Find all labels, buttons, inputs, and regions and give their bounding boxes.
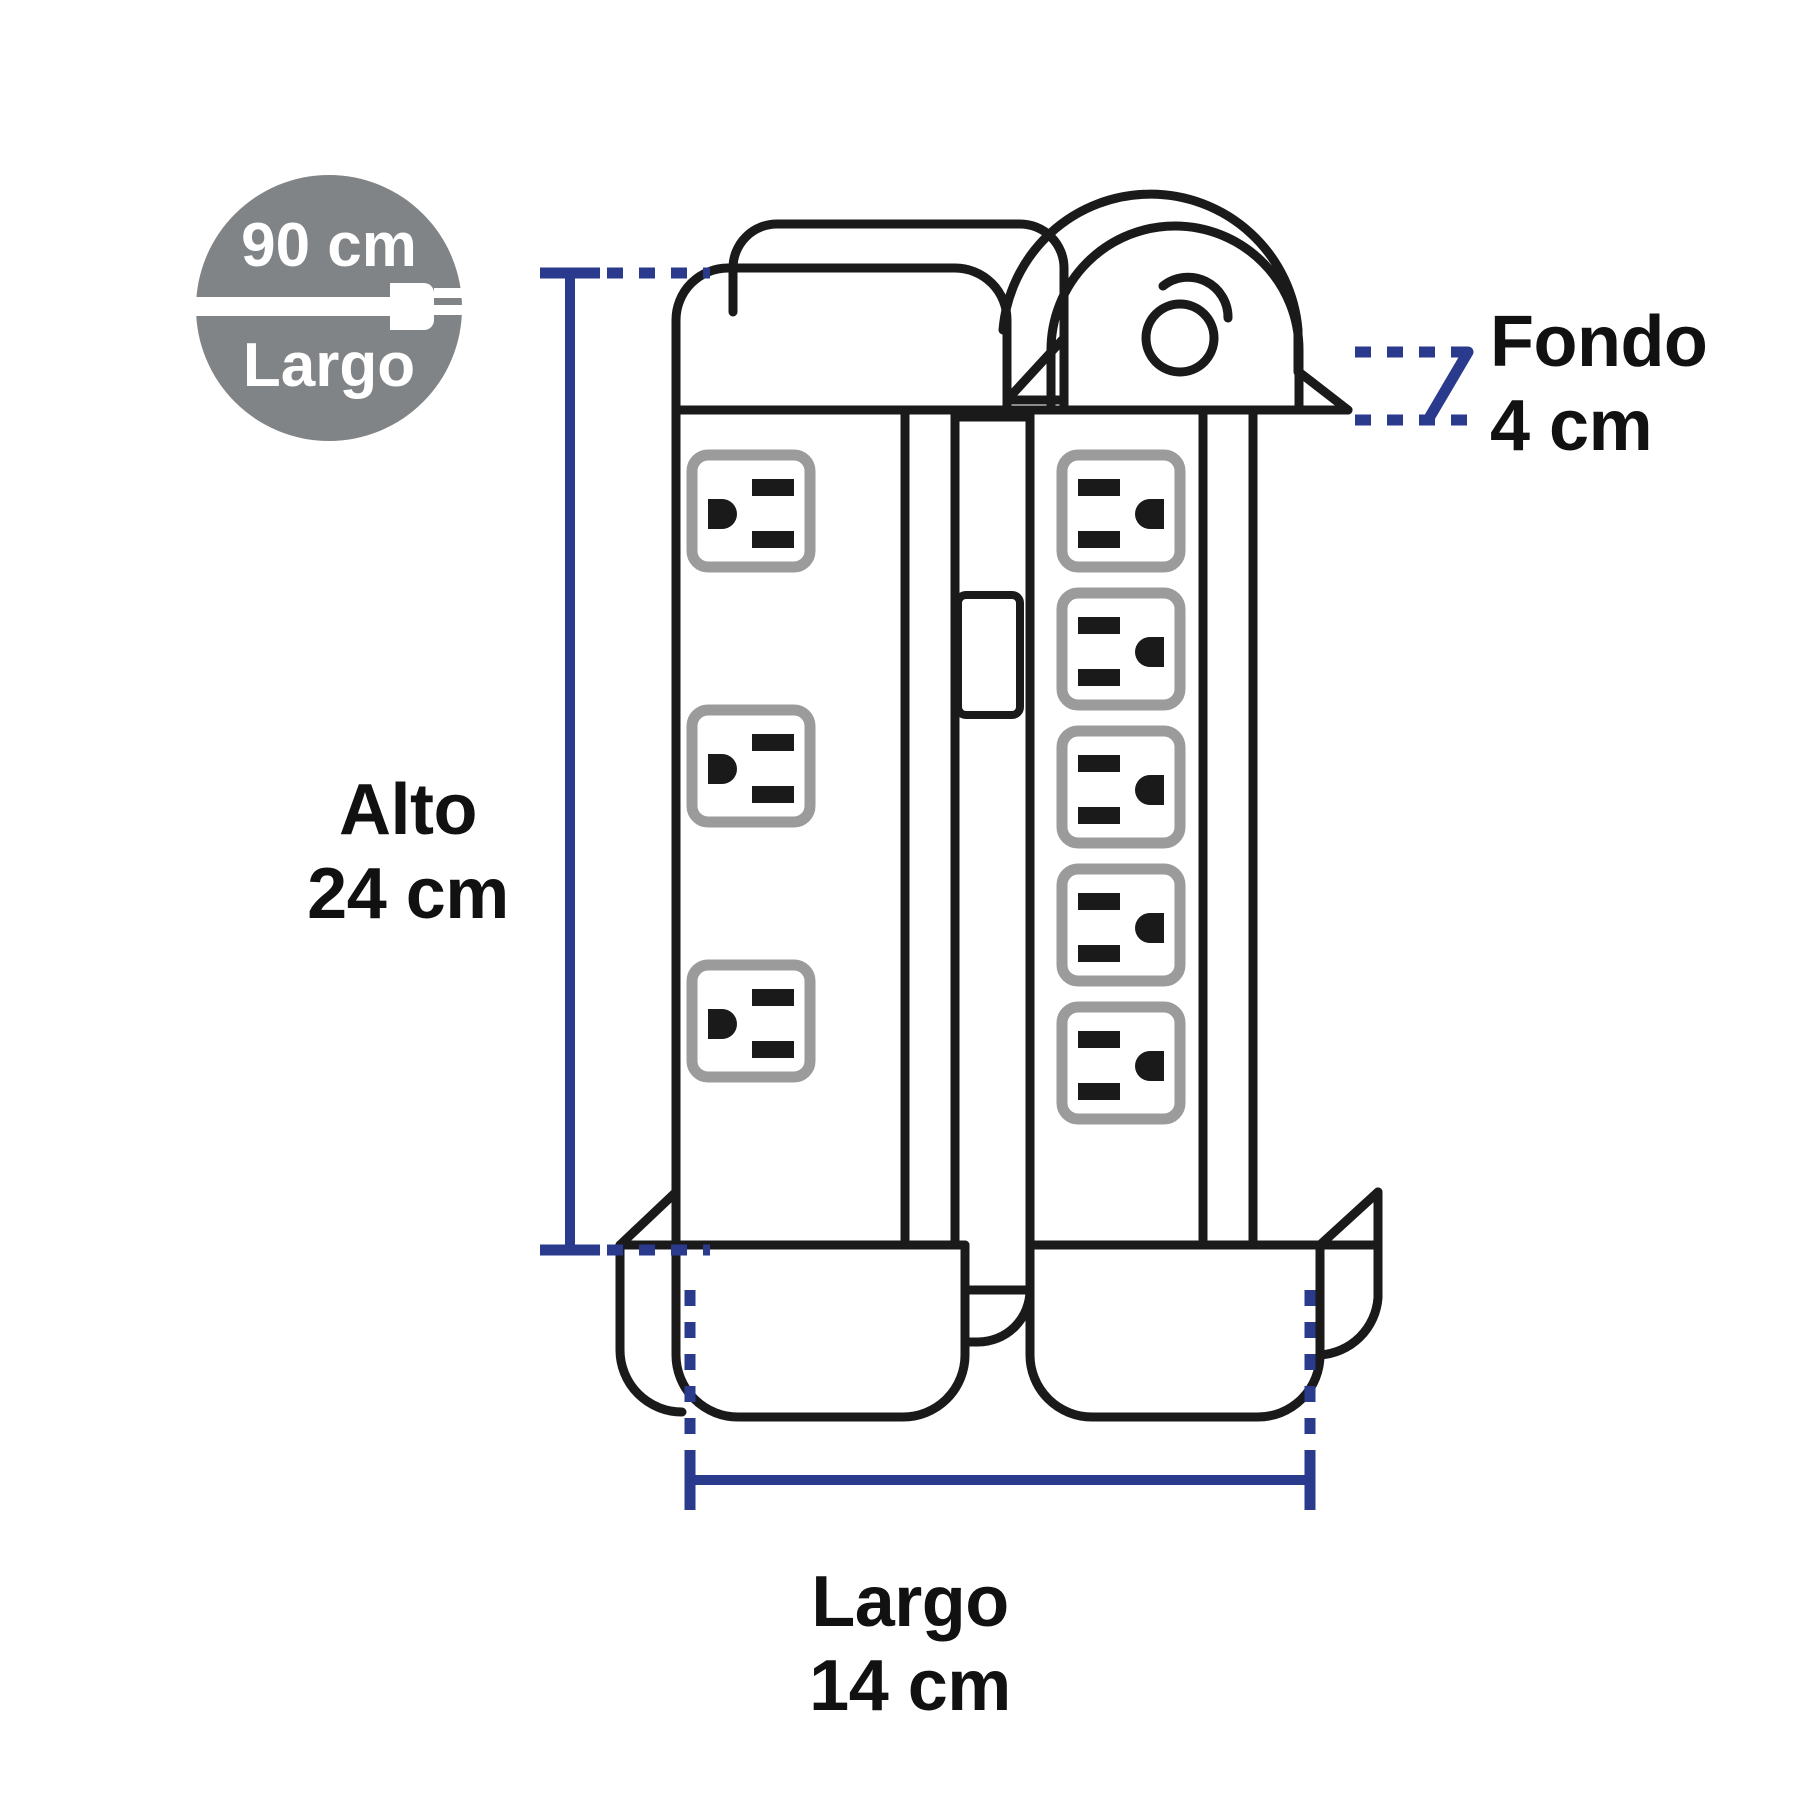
alto-label-text: Alto xyxy=(339,770,477,850)
fondo-diagonal-connector xyxy=(1422,346,1474,426)
fondo-label-text: Fondo xyxy=(1490,302,1708,382)
alto-value-text: 24 cm xyxy=(307,854,509,934)
largo-value-text: 14 cm xyxy=(809,1646,1011,1726)
badge-caption: Largo xyxy=(242,331,416,400)
alto-dimension-label: Alto 24 cm xyxy=(258,768,558,936)
largo-label-text: Largo xyxy=(811,1562,1009,1642)
fondo-dimension-label: Fondo 4 cm xyxy=(1490,300,1790,468)
badge-value: 90 cm xyxy=(241,211,417,280)
left-outlet-group xyxy=(686,449,816,1083)
largo-dimension-label: Largo 14 cm xyxy=(730,1560,1090,1728)
fondo-value-text: 4 cm xyxy=(1490,386,1653,466)
right-outlet-group xyxy=(1056,449,1186,1125)
power-cord-plug-icon xyxy=(196,283,468,330)
